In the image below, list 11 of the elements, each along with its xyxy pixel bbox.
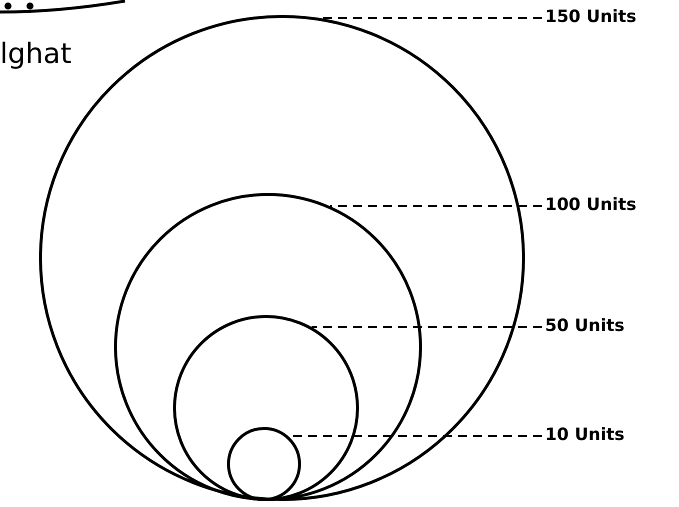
circle [227,427,301,501]
circle [173,315,359,501]
leader-line [330,205,542,207]
leader-line [312,326,542,328]
size-label: 50 Units [545,316,625,336]
size-label: 100 Units [545,195,636,215]
circle [114,193,422,501]
size-label: 10 Units [545,425,625,445]
size-label: 150 Units [545,7,636,27]
leader-line [320,17,542,19]
partial-heading: lghat [0,38,72,70]
